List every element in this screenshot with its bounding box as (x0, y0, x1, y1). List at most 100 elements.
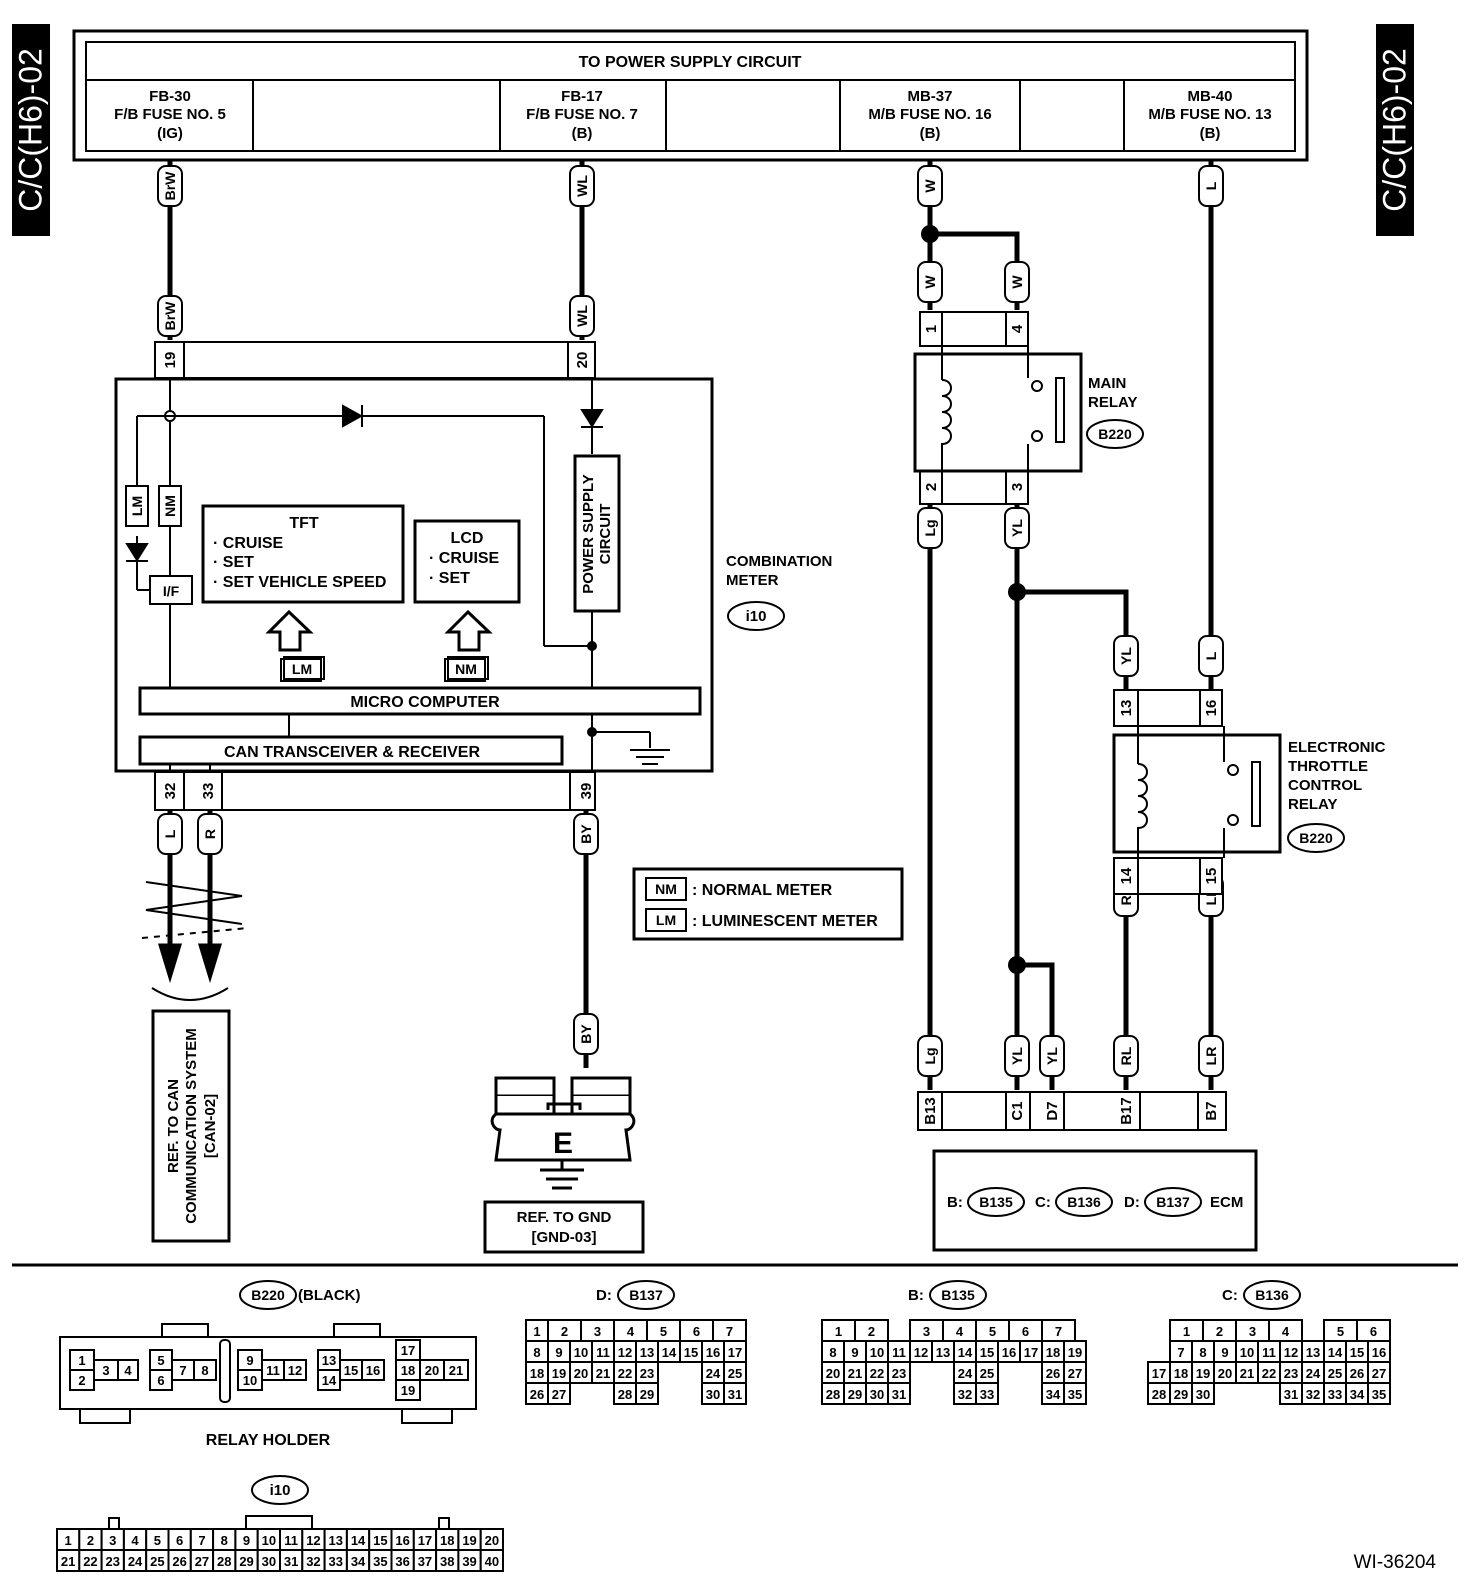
pin-label: 17 (1152, 1366, 1166, 1381)
pin-label: 10 (574, 1345, 588, 1360)
pin-label: 15 (980, 1345, 994, 1360)
pin-label: 10 (870, 1345, 884, 1360)
gnd-reference-box (483, 1200, 645, 1254)
svg-text:19: 19 (401, 1383, 415, 1398)
pin-label: 35 (1068, 1387, 1082, 1402)
pin-number: 2 (923, 483, 940, 491)
can-ref-line: COMMUNICATION SYSTEM (183, 1028, 200, 1224)
connector-code: B136 (1067, 1194, 1101, 1210)
pin-label: 20 (574, 1366, 588, 1381)
pin-label: 23 (640, 1366, 654, 1381)
ecm-prefix: D: (1124, 1194, 1140, 1211)
pin-label: 31 (728, 1387, 742, 1402)
pin-label: 26 (172, 1554, 186, 1569)
pin-label: 23 (106, 1554, 120, 1569)
pin-label: 27 (1068, 1366, 1082, 1381)
connector-code: B135 (941, 1287, 975, 1303)
ecm-prefix: C: (1035, 1194, 1051, 1211)
connector-i10-face (108, 1515, 450, 1530)
pin-label: 20 (485, 1533, 499, 1548)
pin-number: C1 (1009, 1101, 1026, 1120)
svg-text:17: 17 (401, 1343, 415, 1358)
nm-tag: NM (455, 661, 477, 677)
wire-color-label: Lg (922, 1047, 938, 1064)
ground-symbol-label: E (553, 1127, 573, 1160)
svg-text:6: 6 (157, 1373, 164, 1388)
diode-icon (342, 404, 364, 428)
pin-label: 5 (154, 1533, 161, 1548)
meter-dots (587, 641, 597, 737)
pin-label: 4 (131, 1533, 139, 1548)
pin-label: 15 (1350, 1345, 1364, 1360)
pin-label: 7 (1055, 1324, 1062, 1339)
pin-number: 33 (200, 783, 217, 800)
up-arrow-icon (265, 609, 314, 652)
pin-label: 30 (262, 1554, 276, 1569)
pin-label: 6 (176, 1533, 183, 1548)
connector-code: B137 (629, 1287, 663, 1303)
pin-cell (635, 1382, 659, 1405)
pin-label: 12 (618, 1345, 632, 1360)
pin-label: 20 (1218, 1366, 1232, 1381)
pin-label: 10 (262, 1533, 276, 1548)
pin-label: 7 (198, 1533, 205, 1548)
power-supply-title: TO POWER SUPPLY CIRCUIT (579, 54, 802, 71)
pin-label: 35 (373, 1554, 387, 1569)
wire-color-label: L (162, 829, 178, 838)
tft-item: · CRUISE (213, 535, 284, 552)
pin-label: 21 (1240, 1366, 1254, 1381)
ecm-prefix: B: (947, 1194, 963, 1211)
fuse-name: M/B FUSE NO. 13 (1148, 106, 1271, 123)
relay-holder-caption: RELAY HOLDER (206, 1432, 331, 1449)
pin-label: 7 (1177, 1345, 1184, 1360)
pin-label: 25 (728, 1366, 742, 1381)
pin-label: 24 (958, 1366, 973, 1381)
pin-label: 33 (1328, 1387, 1342, 1402)
main-relay-label: MAIN (1088, 375, 1126, 392)
pin-label: 25 (980, 1366, 994, 1381)
pin-label: 1 (835, 1324, 842, 1339)
pin-number: D7 (1044, 1101, 1061, 1120)
fuse-code: MB-40 (1187, 88, 1232, 105)
pin-label: 5 (660, 1324, 667, 1339)
pin-label: 32 (1306, 1387, 1320, 1402)
pin-label: 16 (706, 1345, 720, 1360)
fuse-mode: (B) (1200, 125, 1221, 142)
pin-cell (887, 1382, 911, 1405)
nm-tag: NM (162, 495, 178, 517)
pin-label: 9 (1221, 1345, 1228, 1360)
pin-number: B13 (922, 1097, 939, 1125)
connector-badge (1243, 1280, 1301, 1310)
pin-label: 32 (958, 1387, 972, 1402)
wire-color-label: R (202, 829, 218, 839)
etc-relay-label: CONTROL (1288, 777, 1362, 794)
svg-text:8: 8 (201, 1363, 208, 1378)
tft-title: TFT (289, 515, 319, 532)
pin-label: 22 (83, 1554, 97, 1569)
pin-label: 15 (373, 1533, 387, 1548)
pin-cell (1063, 1382, 1087, 1405)
pin-label: 36 (395, 1554, 409, 1569)
pin-label: 33 (329, 1554, 343, 1569)
wire-color-label: WL (574, 305, 590, 327)
if-label: I/F (163, 583, 180, 599)
pin-label: 6 (1370, 1324, 1377, 1339)
etc-relay-label: ELECTRONIC (1288, 739, 1386, 756)
pin-label: 3 (923, 1324, 930, 1339)
pin-label: 1 (1183, 1324, 1190, 1339)
pin-label: 8 (829, 1345, 836, 1360)
wire-color-label: YL (1009, 1047, 1025, 1065)
svg-text:2: 2 (78, 1373, 85, 1388)
legend-lm-desc: : LUMINESCENT METER (692, 913, 878, 930)
pin-label: 6 (1022, 1324, 1029, 1339)
fuse-mode: (B) (920, 125, 941, 142)
fuse-name: F/B FUSE NO. 7 (526, 106, 638, 123)
wires (167, 160, 1214, 1090)
connector-prefix: C: (1222, 1287, 1238, 1304)
pin-label: 33 (980, 1387, 994, 1402)
pin-label: 30 (706, 1387, 720, 1402)
can-reference-box (151, 1009, 231, 1243)
pin-label: 34 (351, 1554, 366, 1569)
pin-label: 2 (561, 1324, 568, 1339)
